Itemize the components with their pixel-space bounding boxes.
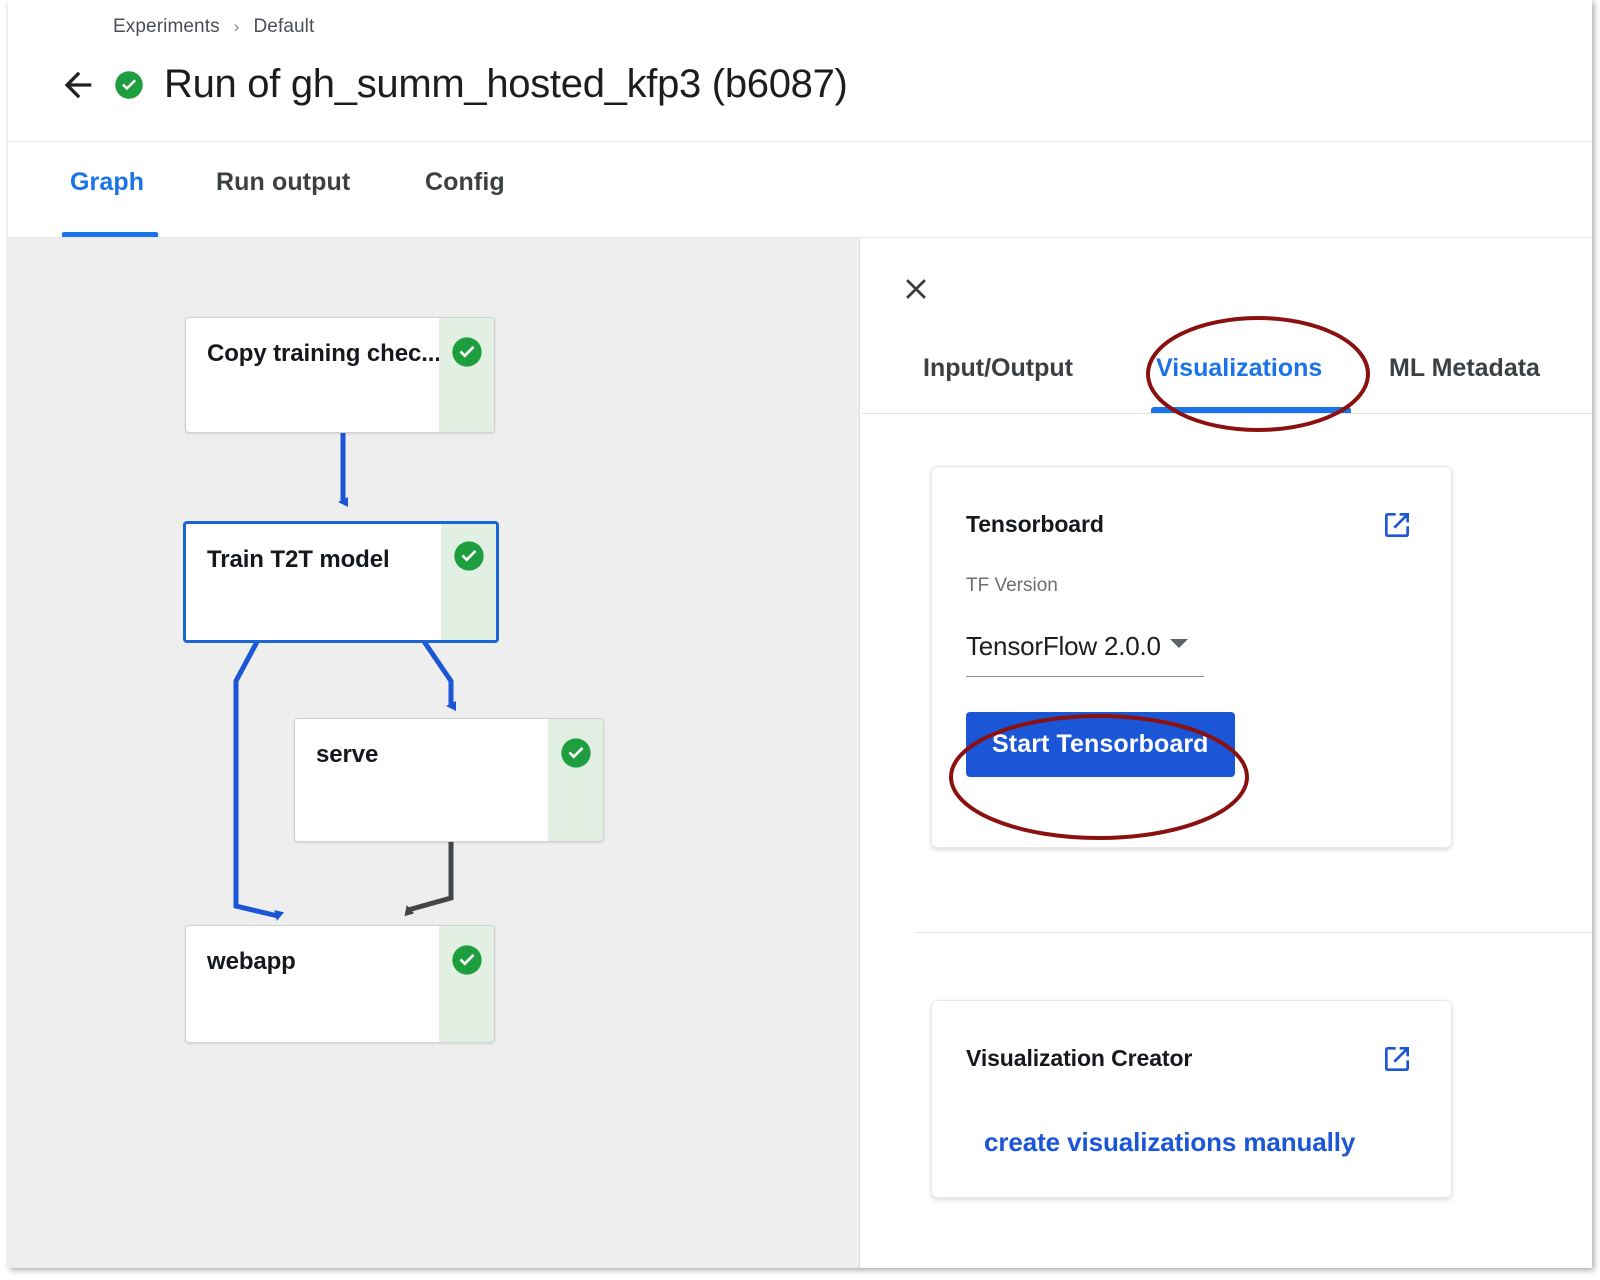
- start-tensorboard-button[interactable]: Start Tensorboard: [966, 712, 1235, 777]
- page-header: Experiments › Default Run of gh_summ_hos…: [8, 0, 1592, 142]
- title-row: Run of gh_summ_hosted_kfp3 (b6087): [56, 62, 848, 107]
- kubeflow-pipelines-run-page: Experiments › Default Run of gh_summ_hos…: [8, 0, 1592, 1268]
- graph-node-label: Copy training chec...: [207, 340, 441, 367]
- graph-node-status: [548, 719, 603, 841]
- check-circle-icon: [453, 541, 484, 571]
- arrow-left-icon[interactable]: [56, 63, 100, 107]
- check-circle-icon: [451, 945, 482, 975]
- tf-version-select[interactable]: TensorFlow 2.0.0: [966, 617, 1204, 677]
- check-circle-icon: [560, 738, 591, 768]
- card-title: Visualization Creator: [966, 1045, 1193, 1071]
- card-title: Tensorboard: [966, 511, 1104, 537]
- graph-node-webapp[interactable]: webapp: [185, 925, 495, 1043]
- tab-ml-metadata[interactable]: ML Metadata: [1389, 354, 1540, 382]
- tab-graph[interactable]: Graph: [70, 168, 145, 196]
- graph-node-train-t2t-model[interactable]: Train T2T model: [183, 521, 499, 643]
- breadcrumb: Experiments › Default: [113, 16, 314, 38]
- chevron-down-icon: [1170, 639, 1188, 648]
- tab-input-output[interactable]: Input/Output: [923, 354, 1073, 382]
- open-in-new-icon[interactable]: [1381, 509, 1413, 541]
- graph-node-label: Train T2T model: [207, 546, 390, 573]
- main-tab-bar: Graph Run output Config: [8, 142, 1592, 238]
- graph-node-label: serve: [316, 741, 379, 768]
- create-visualizations-manually-link[interactable]: create visualizations manually: [984, 1127, 1356, 1157]
- page-title: Run of gh_summ_hosted_kfp3 (b6087): [164, 62, 848, 106]
- tf-version-label: TF Version: [966, 575, 1058, 596]
- tab-graph-indicator: [62, 232, 158, 237]
- tab-config[interactable]: Config: [425, 168, 505, 196]
- side-panel-tab-bar: Input/Output Visualizations ML Metadata: [861, 336, 1592, 414]
- graph-node-status: [439, 318, 494, 432]
- tab-run-output[interactable]: Run output: [216, 168, 351, 196]
- graph-node-serve[interactable]: serve: [294, 718, 604, 842]
- run-details-side-panel: Input/Output Visualizations ML Metadata …: [861, 238, 1592, 1268]
- graph-node-copy-training-checkpoint[interactable]: Copy training chec...: [185, 317, 495, 433]
- breadcrumb-item-experiments[interactable]: Experiments: [113, 16, 220, 37]
- breadcrumb-separator-icon: ›: [233, 17, 240, 36]
- graph-node-label: webapp: [207, 948, 296, 975]
- graph-node-status: [439, 926, 494, 1042]
- check-circle-icon: [114, 70, 144, 100]
- tab-visualizations-indicator: [1151, 407, 1351, 413]
- open-in-new-icon[interactable]: [1381, 1043, 1413, 1075]
- tensorboard-card: Tensorboard TF Version TensorFlow 2.0.0 …: [931, 466, 1452, 848]
- graph-node-status: [441, 524, 496, 640]
- tab-visualizations[interactable]: Visualizations: [1156, 354, 1323, 382]
- tf-version-value: TensorFlow 2.0.0: [966, 631, 1161, 661]
- visualization-creator-card: Visualization Creator create visualizati…: [931, 1000, 1452, 1198]
- graph-edges: [233, 432, 456, 921]
- pipeline-graph-canvas[interactable]: Copy training chec... Train T2T model se…: [8, 238, 860, 1268]
- check-circle-icon: [451, 337, 482, 367]
- section-divider: [915, 932, 1592, 933]
- breadcrumb-item-default[interactable]: Default: [253, 16, 315, 37]
- close-icon[interactable]: [893, 266, 939, 312]
